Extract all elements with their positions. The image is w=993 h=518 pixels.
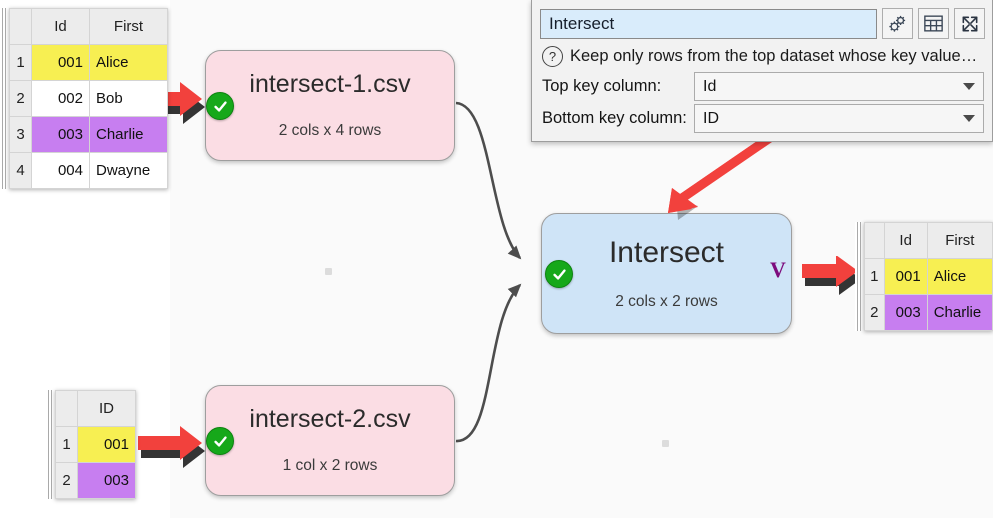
- node-intersect[interactable]: Intersect 2 cols x 2 rows: [541, 213, 792, 334]
- node-intersect-2-csv[interactable]: intersect-2.csv 1 col x 2 rows: [205, 385, 455, 496]
- table-header-row: Id First: [864, 222, 993, 259]
- node-title: intersect-1.csv: [249, 70, 411, 99]
- cell-first[interactable]: Charlie: [89, 116, 168, 153]
- annotation-arrow-to-node-1: [138, 82, 205, 124]
- cell-first[interactable]: Charlie: [926, 294, 993, 331]
- column-header-first[interactable]: First: [89, 8, 168, 45]
- chevron-down-icon: [963, 83, 975, 90]
- chevron-down-icon: [963, 115, 975, 122]
- node-subtitle: 2 cols x 2 rows: [615, 292, 718, 310]
- cell-id[interactable]: 002: [31, 80, 90, 117]
- status-ok-icon: [206, 92, 234, 120]
- help-text: Keep only rows from the top dataset whos…: [570, 47, 978, 65]
- annotation-arrow-to-intersect-node: [668, 135, 772, 220]
- row-number: 2: [864, 294, 885, 331]
- table-row[interactable]: 2 003: [55, 462, 136, 499]
- bottom-key-column-row: Bottom key column: ID: [532, 101, 992, 133]
- cell-id[interactable]: 003: [883, 294, 928, 331]
- table-header-row: ID: [55, 390, 136, 427]
- corner-cell: [864, 222, 885, 259]
- table-gutter: [46, 390, 52, 499]
- column-header-id[interactable]: Id: [883, 222, 928, 259]
- table-header-row: Id First: [9, 8, 168, 45]
- annotation-arrow-to-output-table: [802, 256, 861, 295]
- table-row[interactable]: 1 001: [55, 426, 136, 463]
- annotation-arrow-to-node-2: [138, 426, 205, 468]
- table-gutter: [0, 8, 6, 189]
- top-key-column-select[interactable]: Id: [694, 72, 984, 101]
- row-number: 3: [9, 116, 32, 153]
- item-name-input[interactable]: Intersect: [540, 8, 877, 39]
- input-table-top-wrapper: Id First 1 001 Alice 2 002 Bob 3 003 Cha…: [0, 8, 168, 189]
- input-table-bottom[interactable]: ID 1 001 2 003: [55, 390, 136, 499]
- gears-icon[interactable]: [882, 8, 913, 39]
- help-row: ? Keep only rows from the top dataset wh…: [532, 43, 992, 69]
- bottom-key-column-value: ID: [703, 109, 719, 127]
- cell-id[interactable]: 003: [31, 116, 90, 153]
- row-number: 1: [55, 426, 78, 463]
- properties-panel: Intersect: [531, 0, 993, 142]
- cell-first[interactable]: Alice: [89, 44, 168, 81]
- cell-first[interactable]: Dwayne: [89, 152, 168, 189]
- table-icon[interactable]: [918, 8, 949, 39]
- help-icon[interactable]: ?: [542, 46, 563, 67]
- grid-dot: [662, 440, 669, 447]
- node-title: intersect-2.csv: [249, 405, 411, 434]
- row-number: 2: [55, 462, 78, 499]
- output-table[interactable]: Id First 1 001 Alice 2 003 Charlie: [864, 222, 993, 331]
- bottom-key-column-label: Bottom key column:: [542, 109, 687, 127]
- cell-id[interactable]: 003: [77, 462, 136, 499]
- cell-id[interactable]: 001: [883, 258, 928, 295]
- expand-icon[interactable]: [954, 8, 985, 39]
- row-number: 4: [9, 152, 32, 189]
- row-number: 1: [9, 44, 32, 81]
- grid-dot: [325, 268, 332, 275]
- panel-toolbar-row: Intersect: [532, 0, 992, 43]
- corner-cell: [9, 8, 32, 45]
- top-key-column-row: Top key column: Id: [532, 69, 992, 101]
- table-row[interactable]: 3 003 Charlie: [9, 116, 168, 153]
- node-output-badge: V: [770, 257, 786, 282]
- status-ok-icon: [206, 427, 234, 455]
- row-number: 2: [9, 80, 32, 117]
- input-table-bottom-wrapper: ID 1 001 2 003: [46, 390, 136, 499]
- status-ok-icon: [545, 260, 573, 288]
- node-intersect-1-csv[interactable]: intersect-1.csv 2 cols x 4 rows: [205, 50, 455, 161]
- top-key-column-label: Top key column:: [542, 77, 662, 95]
- table-row[interactable]: 1 001 Alice: [864, 258, 993, 295]
- output-table-wrapper: Id First 1 001 Alice 2 003 Charlie: [855, 222, 993, 331]
- corner-cell: [55, 390, 78, 427]
- table-row[interactable]: 4 004 Dwayne: [9, 152, 168, 189]
- input-table-top[interactable]: Id First 1 001 Alice 2 002 Bob 3 003 Cha…: [9, 8, 168, 189]
- node-title: Intersect: [608, 235, 725, 269]
- table-row[interactable]: 1 001 Alice: [9, 44, 168, 81]
- cell-id[interactable]: 001: [77, 426, 136, 463]
- table-gutter: [855, 222, 861, 331]
- top-key-column-value: Id: [703, 77, 717, 95]
- table-row[interactable]: 2 002 Bob: [9, 80, 168, 117]
- column-header-id[interactable]: ID: [77, 390, 136, 427]
- bottom-key-column-select[interactable]: ID: [694, 104, 984, 133]
- cell-first[interactable]: Bob: [89, 80, 168, 117]
- table-row[interactable]: 2 003 Charlie: [864, 294, 993, 331]
- node-subtitle: 1 col x 2 rows: [282, 457, 378, 475]
- column-header-id[interactable]: Id: [31, 8, 90, 45]
- cell-id[interactable]: 001: [31, 44, 90, 81]
- node-subtitle: 2 cols x 4 rows: [278, 122, 382, 140]
- row-number: 1: [864, 258, 885, 295]
- column-header-first[interactable]: First: [926, 222, 993, 259]
- cell-first[interactable]: Alice: [926, 258, 993, 295]
- cell-id[interactable]: 004: [31, 152, 90, 189]
